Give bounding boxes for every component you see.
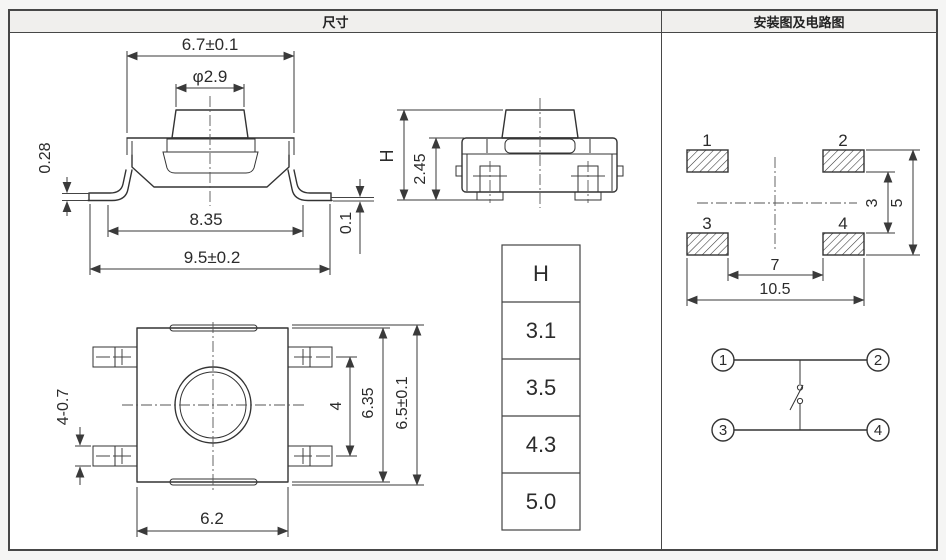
height-table-value: 3.5 (526, 375, 557, 400)
terminal-circle-3 (711, 418, 735, 442)
dim-body-width: 6.2 (200, 509, 224, 528)
side-view-part-outline (455, 98, 624, 208)
pad-dim-row-gap: 3 (864, 198, 881, 207)
pad-label-4: 4 (838, 214, 847, 233)
pad-label-1: 1 (702, 131, 711, 150)
terminal-label-3: 3 (719, 422, 727, 439)
front-view-part-outline (62, 96, 374, 206)
pad-4 (822, 232, 865, 256)
terminal-circle-1 (711, 348, 735, 372)
dim-overall-depth: 6.5±0.1 (394, 376, 411, 429)
top-view-dimensions: 4-0.7 4 6.35 6.5±0.1 6.2 (55, 324, 424, 537)
height-table-value: 4.3 (526, 432, 557, 457)
dim-total-width: 9.5±0.2 (184, 248, 241, 267)
dim-body-depth: 6.35 (360, 387, 377, 418)
mounting-circuit-header-title: 安装图及电路图 (661, 11, 936, 32)
dim-lead-width: 4-0.7 (55, 389, 72, 426)
height-table-value: 5.0 (526, 489, 557, 514)
terminal-label-4: 4 (874, 422, 882, 439)
dim-coplanarity: 0.1 (338, 212, 355, 234)
front-view-drawing: 6.7±0.1 φ2.9 8.35 9.5±0.2 0.28 0.1 (37, 35, 374, 275)
dim-body-height: 2.45 (412, 153, 429, 184)
sheet-header: 尺寸 安装图及电路图 (10, 11, 936, 33)
pad-label-2: 2 (838, 131, 847, 150)
pad-2 (822, 149, 865, 173)
height-table-header: H (533, 261, 549, 286)
dim-total-height: H (377, 150, 397, 163)
pad-dim-col-gap: 7 (771, 257, 780, 274)
switch-contact-lower (796, 397, 804, 405)
top-view-drawing: 4-0.7 4 6.35 6.5±0.1 6.2 (55, 322, 424, 537)
dim-inner-width: 8.35 (189, 210, 222, 229)
panel-divider (661, 33, 662, 549)
height-table-value: 3.1 (526, 318, 557, 343)
side-view-drawing: H 2.45 (377, 98, 624, 208)
side-view-dimensions: H 2.45 (377, 109, 503, 201)
terminal-label-2: 2 (874, 352, 882, 369)
pad-1 (686, 149, 729, 173)
dim-top-width: 6.7±0.1 (182, 35, 239, 54)
pad-dim-col-span: 10.5 (759, 281, 790, 298)
pad-3 (686, 232, 729, 256)
pad-label-3: 3 (702, 214, 711, 233)
terminal-label-1: 1 (719, 352, 727, 369)
terminal-circle-2 (866, 348, 890, 372)
pad-dim-row-span: 5 (889, 198, 906, 207)
front-view-dimensions: 6.7±0.1 φ2.9 8.35 9.5±0.2 0.28 0.1 (37, 35, 365, 275)
circuit-diagram: 1 2 3 4 (711, 348, 890, 442)
switch-lever (789, 384, 804, 411)
dimensions-header-title: 尺寸 (322, 15, 349, 30)
terminal-circle-4 (866, 418, 890, 442)
dim-button-diameter: φ2.9 (193, 67, 228, 86)
top-view-part-outline (92, 322, 333, 490)
dim-lead-thickness: 0.28 (37, 142, 54, 173)
dim-lead-pitch: 4 (328, 401, 345, 410)
height-table: H 3.1 3.5 4.3 5.0 (501, 244, 581, 531)
pad-layout-diagram: 1 2 3 4 3 5 7 10.5 (686, 131, 920, 306)
drawing-sheet: 尺寸 安装图及电路图 (8, 9, 938, 551)
